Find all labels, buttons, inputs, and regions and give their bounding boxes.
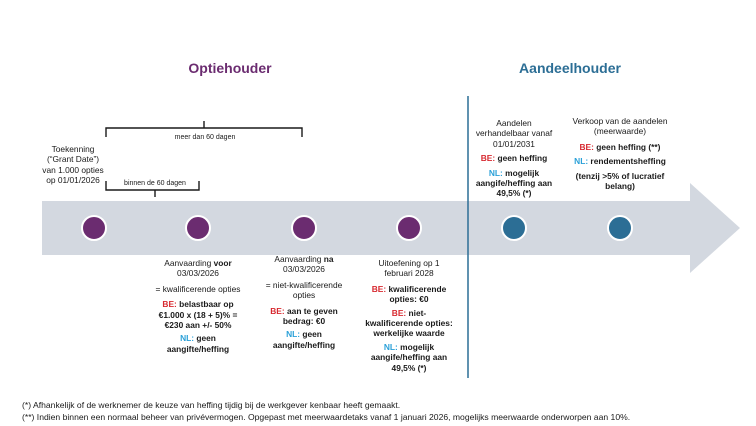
m3-be-text: aan te geven bedrag: €0 (282, 305, 338, 327)
m3-title-b: na (323, 254, 334, 264)
m2-nl-label: NL: (180, 333, 195, 344)
m3-nl-label: NL: (286, 329, 301, 340)
m2-be-label: BE: (162, 299, 177, 310)
m2-nl-text: geen aangifte/heffing (166, 333, 230, 354)
milestone-exercise: Uitoefening op 1 februari 2028 BE: kwali… (364, 258, 454, 373)
m4-be2-label: BE: (391, 307, 407, 318)
m4-be2-text: niet-kwalificerende opties: werkelijke w… (365, 307, 453, 339)
m2-be-text: belastbaar op €1.000 x (18 + 5)% = €230 … (158, 299, 238, 331)
bracket-short (105, 181, 200, 197)
milestone-dot-acceptance-before (185, 215, 211, 241)
m2-title-c: 03/03/2026 (177, 268, 219, 279)
m3-be-label: BE: (270, 305, 285, 316)
milestone-dot-grant (81, 215, 107, 241)
m3-title-a: Aanvaarding (274, 254, 324, 264)
m5-be-text: geen heffing (495, 153, 548, 164)
m4-be1-text: kwalificerende opties: €0 (386, 283, 447, 305)
milestone-dot-tradable (501, 215, 527, 241)
bracket-long (105, 121, 303, 137)
milestone-dot-sale (607, 215, 633, 241)
milestone-acceptance-before: Aanvaarding voor 03/03/2026 = kwalificer… (150, 258, 246, 354)
m6-be-text: geen heffing (**) (593, 141, 661, 152)
m5-be-label: BE: (480, 153, 496, 164)
m3-nl-text: geen aangifte/heffing (272, 329, 336, 350)
timeline-arrow (42, 183, 740, 273)
m6-nl-text: rendementsheffing (588, 156, 666, 167)
milestone-acceptance-after: Aanvaarding na 03/03/2026 = niet-kwalifi… (254, 254, 354, 350)
milestone-grant-text: Toekenning (“Grant Date”) van 1.000 opti… (42, 144, 104, 186)
m2-title-b: voor (213, 258, 232, 268)
m3-title-c: 03/03/2026 (283, 264, 325, 275)
milestone-dot-exercise (396, 215, 422, 241)
m6-nl-label: NL: (574, 156, 589, 167)
milestone-dot-acceptance-after (291, 215, 317, 241)
m3-eq: = niet-kwalificerende opties (265, 279, 343, 301)
m5-nl-label: NL: (488, 167, 503, 178)
bracket-short-label: binnen de 60 dagen (124, 180, 186, 187)
m6-title: Verkoop van de aandelen (meerwaarde) (572, 116, 668, 137)
phase-title-optiehouder: Optiehouder (188, 60, 272, 76)
bracket-long-label: meer dan 60 dagen (174, 134, 236, 141)
m4-nl-text: mogelijk aangife/heffing aan 49,5% (*) (370, 341, 448, 373)
m6-extra: (tenzij >5% of lucratief belang) (575, 170, 665, 192)
milestone-tradable: Aandelen verhandelbaar vanaf 01/01/2031 … (470, 118, 558, 199)
footnote-1: (*) Afhankelijk of de werknemer de keuze… (22, 400, 401, 410)
m2-eq: = kwalificerende opties (155, 283, 241, 294)
m6-be-label: BE: (579, 141, 594, 152)
footnote-2: (**) Indien binnen een normaal beheer va… (22, 412, 631, 422)
m5-title: Aandelen verhandelbaar vanaf 01/01/2031 (475, 118, 553, 149)
m4-title: Uitoefening op 1 februari 2028 (378, 258, 440, 279)
m2-title-a: Aanvaarding (164, 258, 214, 268)
m5-nl-text: mogelijk aangife/heffing aan 49,5% (*) (475, 167, 553, 199)
phase-title-aandeelhouder: Aandeelhouder (519, 60, 621, 76)
m4-nl-label: NL: (383, 341, 398, 352)
m4-be1-label: BE: (371, 283, 387, 294)
milestone-sale: Verkoop van de aandelen (meerwaarde) BE:… (568, 116, 672, 191)
